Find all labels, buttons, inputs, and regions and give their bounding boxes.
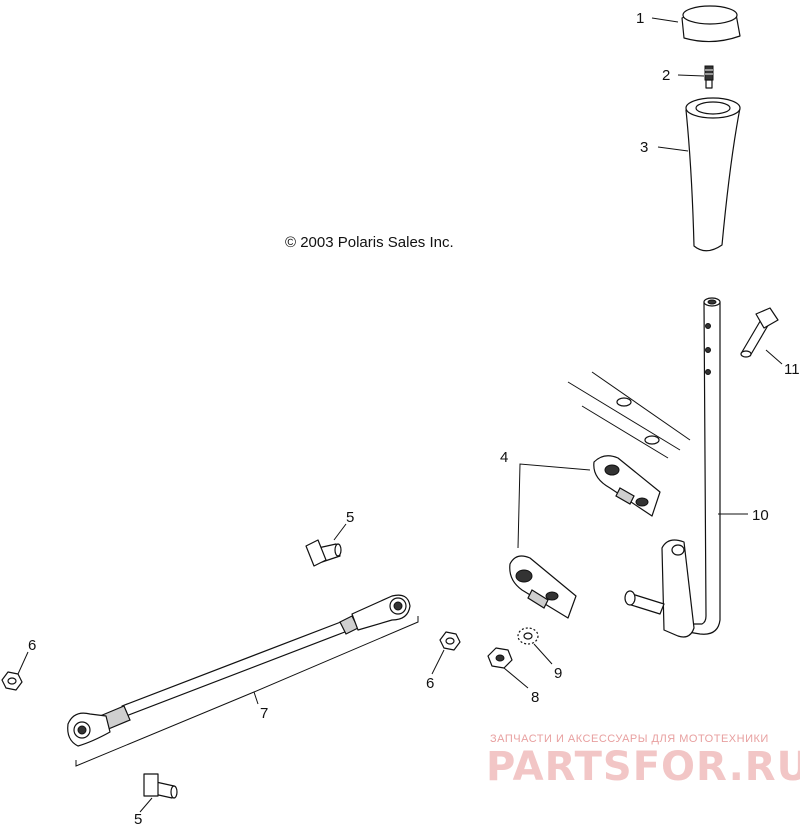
leader-6-left <box>17 651 29 675</box>
callout-6-right: 6 <box>426 675 434 692</box>
leader-2 <box>677 74 705 77</box>
part-linkage-rod <box>67 594 411 747</box>
leader-5-upper <box>333 523 347 541</box>
part-nut-8 <box>487 647 513 669</box>
part-shift-handle <box>685 97 741 252</box>
callout-9: 9 <box>554 665 562 682</box>
part-bolt-5-lower <box>143 773 178 799</box>
part-washer <box>517 627 539 645</box>
leader-1 <box>651 17 679 23</box>
callout-4: 4 <box>500 449 508 466</box>
callout-2: 2 <box>662 67 670 84</box>
part-nut-6-right <box>439 631 461 651</box>
part-set-screw <box>704 65 714 89</box>
callout-8: 8 <box>531 689 539 706</box>
part-clamp-upper <box>593 455 661 517</box>
callout-3: 3 <box>640 139 648 156</box>
part-bolt-5-upper <box>305 539 342 567</box>
part-knob-cap <box>681 5 741 43</box>
leader-11 <box>765 349 783 365</box>
leader-8 <box>503 667 529 689</box>
frame-bracket <box>567 371 691 459</box>
copyright-text: © 2003 Polaris Sales Inc. <box>285 234 454 251</box>
callout-7: 7 <box>260 705 268 722</box>
callout-5-lower: 5 <box>134 811 142 826</box>
callout-1: 1 <box>636 10 644 27</box>
dimension-bracket-7 <box>75 616 419 767</box>
leader-6-right <box>431 649 445 675</box>
leader-9 <box>533 643 553 665</box>
watermark-tagline: ЗАПЧАСТИ И АКСЕССУАРЫ ДЛЯ МОТОТЕХНИКИ <box>490 733 769 745</box>
leader-4 <box>517 463 591 549</box>
callout-6-left: 6 <box>28 637 36 654</box>
watermark: ЗАПЧАСТИ И АКСЕССУАРЫ ДЛЯ МОТОТЕХНИКИ PA… <box>486 733 800 790</box>
callout-11: 11 <box>784 361 800 378</box>
part-bolt-11 <box>740 307 779 358</box>
part-clamp-lower <box>509 555 577 619</box>
callout-5-upper: 5 <box>346 509 354 526</box>
leader-5-lower <box>139 797 153 813</box>
leader-3 <box>657 146 689 152</box>
callout-10: 10 <box>752 507 769 524</box>
part-shift-lever <box>624 297 721 638</box>
part-nut-6-left <box>1 671 23 691</box>
watermark-logo: PARTSFOR.RU <box>486 744 800 790</box>
leader-7 <box>253 691 259 705</box>
